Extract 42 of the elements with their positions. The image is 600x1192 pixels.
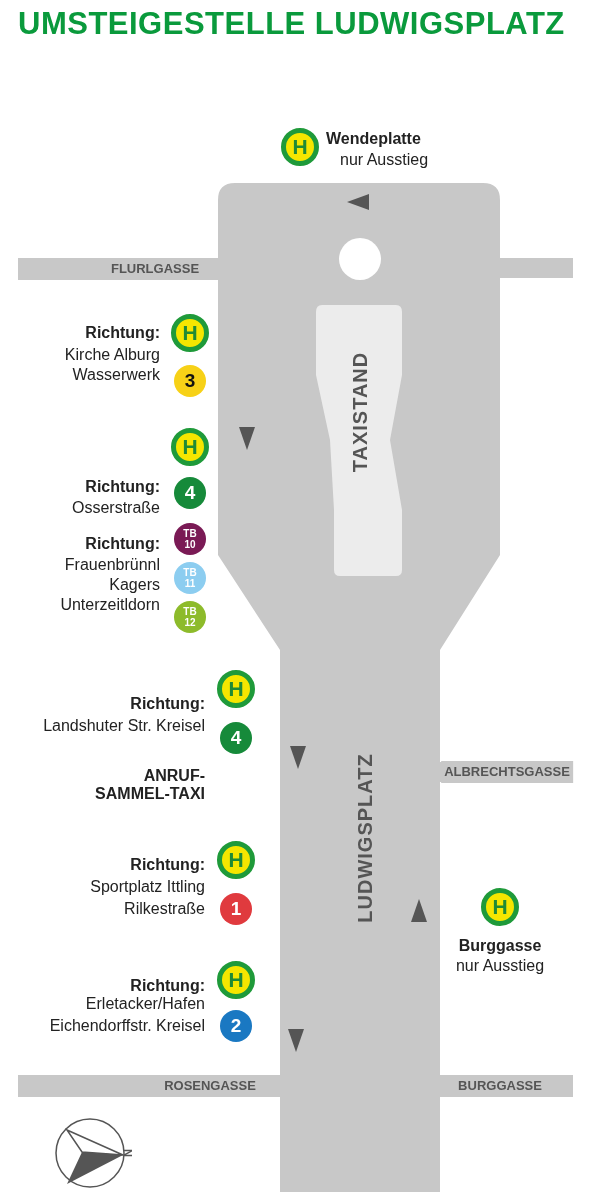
stop-name: Wendeplatte bbox=[326, 130, 421, 148]
direction-heading: Richtung: bbox=[130, 977, 205, 995]
route-badge: 3 bbox=[174, 365, 206, 397]
destination-label: Wasserwerk bbox=[72, 366, 160, 384]
area-label: TAXISTAND bbox=[351, 351, 369, 473]
destination-label: Osserstraße bbox=[72, 499, 160, 517]
bus-stop-sign: H bbox=[217, 841, 255, 879]
destination-label: Erletacker/Hafen bbox=[85, 995, 205, 1013]
direction-heading: Richtung: bbox=[130, 695, 205, 713]
map-title: UMSTEIGESTELLE LUDWIGSPLATZ bbox=[18, 6, 565, 42]
street-name: ALBRECHTSGASSE bbox=[441, 761, 573, 783]
route-badge: 2 bbox=[220, 1010, 252, 1042]
stop-note: nur Ausstieg bbox=[340, 151, 429, 169]
route-badge: TB 10 bbox=[174, 523, 206, 555]
stop-name: Burggasse bbox=[458, 937, 542, 955]
area-label: LUDWIGSPLATZ bbox=[356, 753, 374, 923]
route-badge: TB 11 bbox=[174, 562, 206, 594]
bus-stop-sign: H bbox=[281, 128, 319, 166]
destination-label: Landshuter Str. Kreisel bbox=[43, 717, 205, 735]
route-badge: 4 bbox=[174, 477, 206, 509]
stop-note: nur Ausstieg bbox=[455, 957, 545, 975]
bus-stop-sign: H bbox=[171, 314, 209, 352]
direction-heading: Richtung: bbox=[85, 535, 160, 553]
bus-stop-sign: H bbox=[481, 888, 519, 926]
bus-stop-sign: H bbox=[217, 961, 255, 999]
destination-label: Unterzeitldorn bbox=[60, 596, 160, 614]
compass-north-label: N bbox=[121, 1149, 135, 1157]
destination-label: Kagers bbox=[109, 576, 160, 594]
destination-label: Rilkestraße bbox=[124, 900, 205, 918]
destination-label: Kirche Alburg bbox=[64, 346, 160, 364]
route-badge: 4 bbox=[220, 722, 252, 754]
destination-label: Eichendorffstr. Kreisel bbox=[49, 1017, 205, 1035]
route-badge: TB 12 bbox=[174, 601, 206, 633]
bus-stop-sign: H bbox=[217, 670, 255, 708]
route-badge: 1 bbox=[220, 893, 252, 925]
destination-label: Frauenbrünnl bbox=[64, 556, 160, 574]
bus-stop-sign: H bbox=[171, 428, 209, 466]
direction-heading: Richtung: bbox=[85, 324, 160, 342]
direction-heading: Richtung: bbox=[85, 478, 160, 496]
destination-label: Sportplatz Ittling bbox=[90, 878, 205, 896]
service-label: ANRUF-SAMMEL-TAXI bbox=[94, 767, 205, 803]
direction-heading: Richtung: bbox=[130, 856, 205, 874]
